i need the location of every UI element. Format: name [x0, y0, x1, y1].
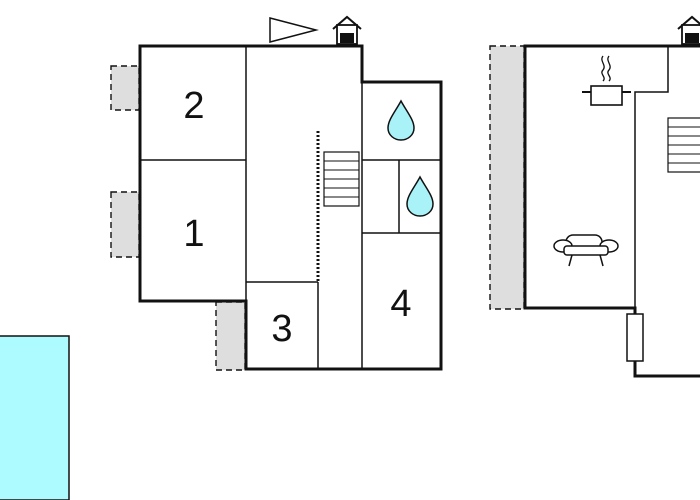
room-number-4: 4	[390, 283, 411, 325]
water-drop-icon	[387, 99, 415, 141]
wall-element	[626, 313, 644, 362]
balcony-left-upper	[110, 65, 140, 111]
room-number-3: 3	[271, 308, 292, 350]
room-number-1: 1	[183, 213, 204, 255]
sofa-icon	[553, 234, 619, 267]
entrance-house-icon	[332, 15, 362, 45]
terrace-bottom	[215, 301, 246, 371]
interior-walls-right-plan	[634, 46, 669, 308]
entrance-house-icon	[677, 15, 700, 45]
room-number-2: 2	[183, 85, 204, 127]
north-arrow-icon	[269, 17, 319, 43]
swimming-pool	[0, 335, 70, 500]
outer-wall-right-plan	[523, 44, 700, 378]
stairs-icon	[667, 117, 700, 173]
cooking-pot-icon	[582, 55, 631, 106]
stairs-icon	[316, 131, 360, 281]
interior-walls-left-plan	[140, 46, 441, 369]
terrace-right-plan	[489, 45, 525, 310]
water-drop-icon	[406, 175, 434, 217]
balcony-left-lower	[110, 191, 140, 258]
outer-wall-left-plan	[138, 44, 443, 371]
